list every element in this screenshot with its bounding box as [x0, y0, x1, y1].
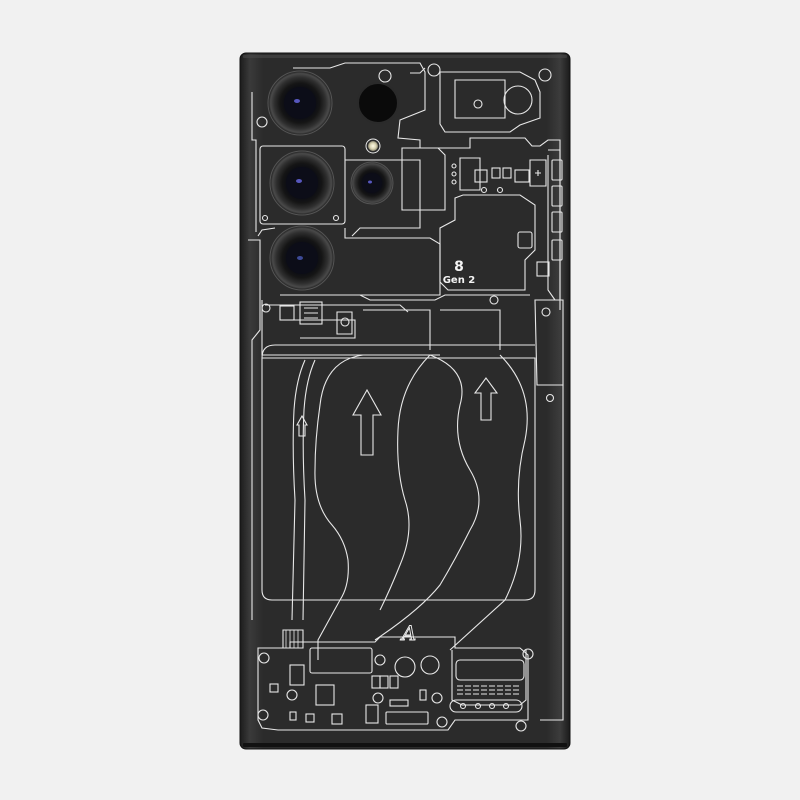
periscope-lens: [269, 225, 335, 291]
camera-cluster: [267, 70, 399, 291]
circuit-traces: [248, 62, 564, 732]
wide-lens: [269, 150, 335, 216]
main-lens: [267, 70, 333, 136]
laser-af-sensor: [357, 82, 399, 124]
chip-text: Gen 2: [443, 275, 476, 286]
brand-logo: A: [399, 621, 416, 646]
phone-body: [239, 52, 571, 750]
chip-number: 8: [454, 259, 464, 275]
telephoto-lens: [350, 161, 394, 205]
flash: [365, 138, 381, 154]
chip-label: 8 Gen 2: [443, 259, 476, 286]
logo-mark: A: [400, 621, 416, 645]
